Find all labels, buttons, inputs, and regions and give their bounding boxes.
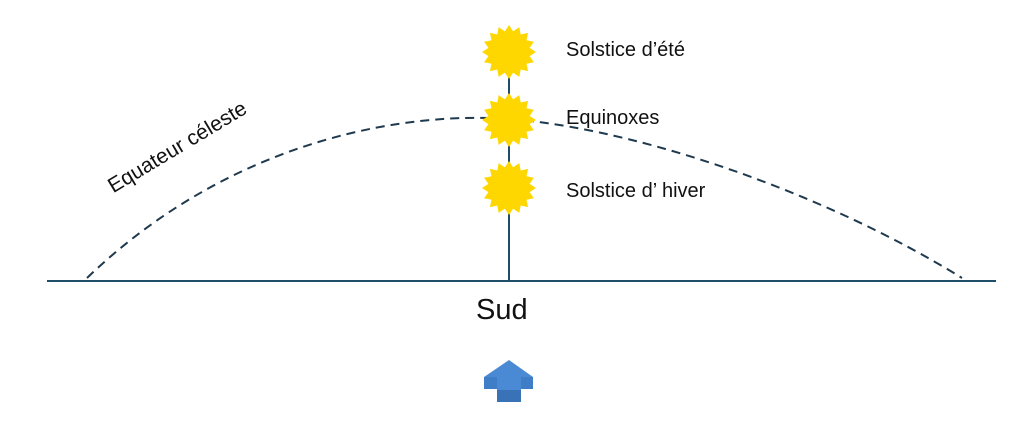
celestial-equator-curve [86, 116, 963, 279]
equinoxes-label: Equinoxes [566, 107, 660, 129]
winter-solstice-label: Solstice d’ hiver [566, 180, 706, 202]
north-arrow-icon [484, 360, 533, 402]
sun-summer-solstice-icon [482, 25, 536, 79]
south-label: Sud [476, 294, 528, 326]
summer-solstice-label: Solstice d’été [566, 39, 685, 61]
sun-equinox-icon [482, 93, 536, 147]
sun-winter-solstice-icon [482, 161, 536, 215]
